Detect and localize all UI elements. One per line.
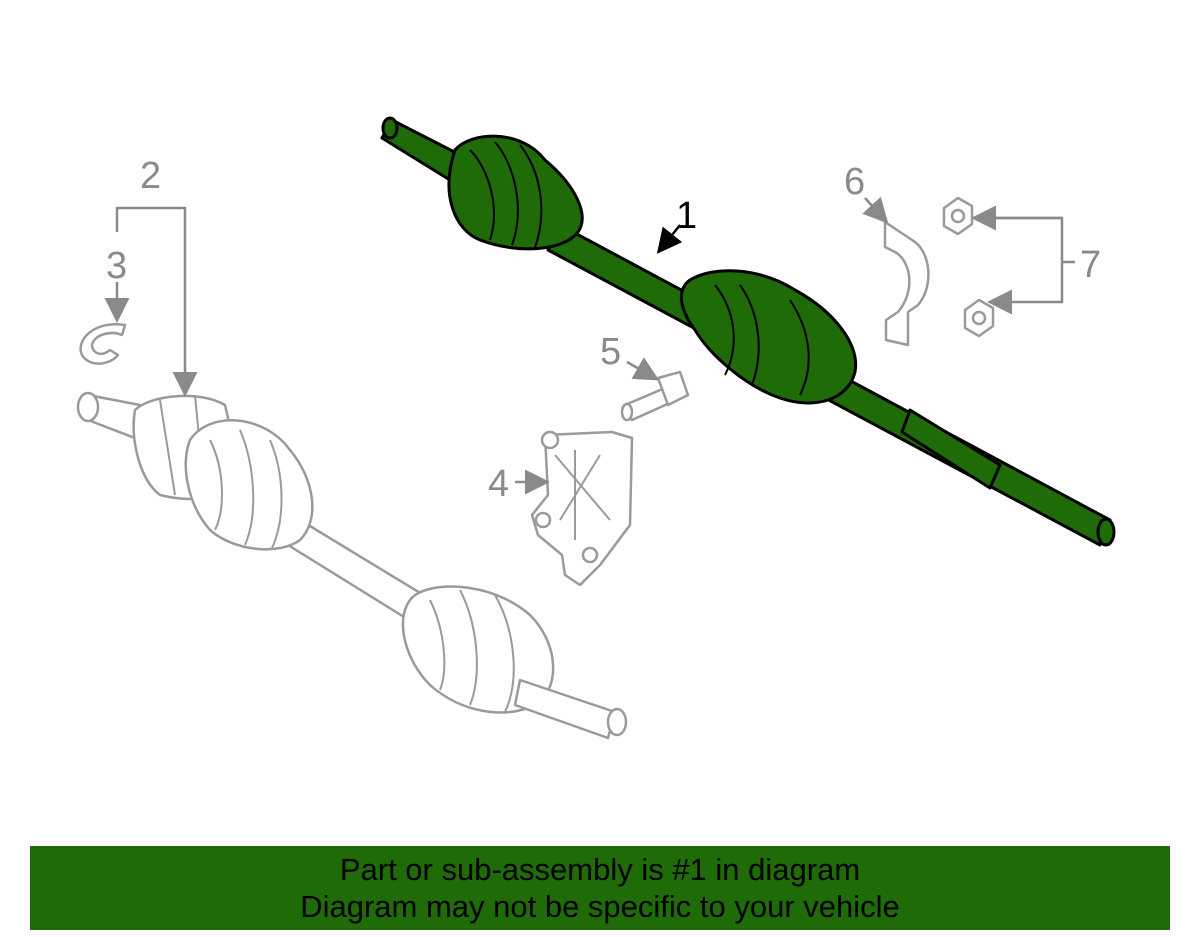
leader-6 <box>862 196 889 224</box>
callout-2: 2 <box>140 155 161 197</box>
disclaimer-banner: Part or sub-assembly is #1 in diagram Di… <box>30 846 1170 930</box>
callout-4: 4 <box>488 463 509 505</box>
parts-diagram: 1 2 3 4 5 6 7 <box>76 116 1116 740</box>
leader-5 <box>626 357 660 381</box>
bearing-strap[interactable] <box>883 220 930 347</box>
axle-assembly-ghost[interactable] <box>76 391 628 740</box>
callout-1: 1 <box>676 195 697 237</box>
callout-3: 3 <box>106 245 127 287</box>
support-bracket[interactable] <box>530 430 634 587</box>
leader-7 <box>976 216 1075 302</box>
callout-7: 7 <box>1080 244 1101 286</box>
axle-shaft-highlighted[interactable] <box>380 116 1116 547</box>
nut-lower[interactable] <box>963 298 995 338</box>
banner-line-1: Part or sub-assembly is #1 in diagram <box>339 852 861 887</box>
leader-2 <box>115 206 198 397</box>
leader-1 <box>656 224 683 254</box>
nut-upper[interactable] <box>942 196 974 236</box>
banner-line-2: Diagram may not be specific to your vehi… <box>300 889 900 924</box>
callout-5: 5 <box>600 331 621 373</box>
callout-6: 6 <box>844 161 865 203</box>
bolt[interactable] <box>620 370 690 422</box>
retaining-clip[interactable] <box>79 322 127 365</box>
